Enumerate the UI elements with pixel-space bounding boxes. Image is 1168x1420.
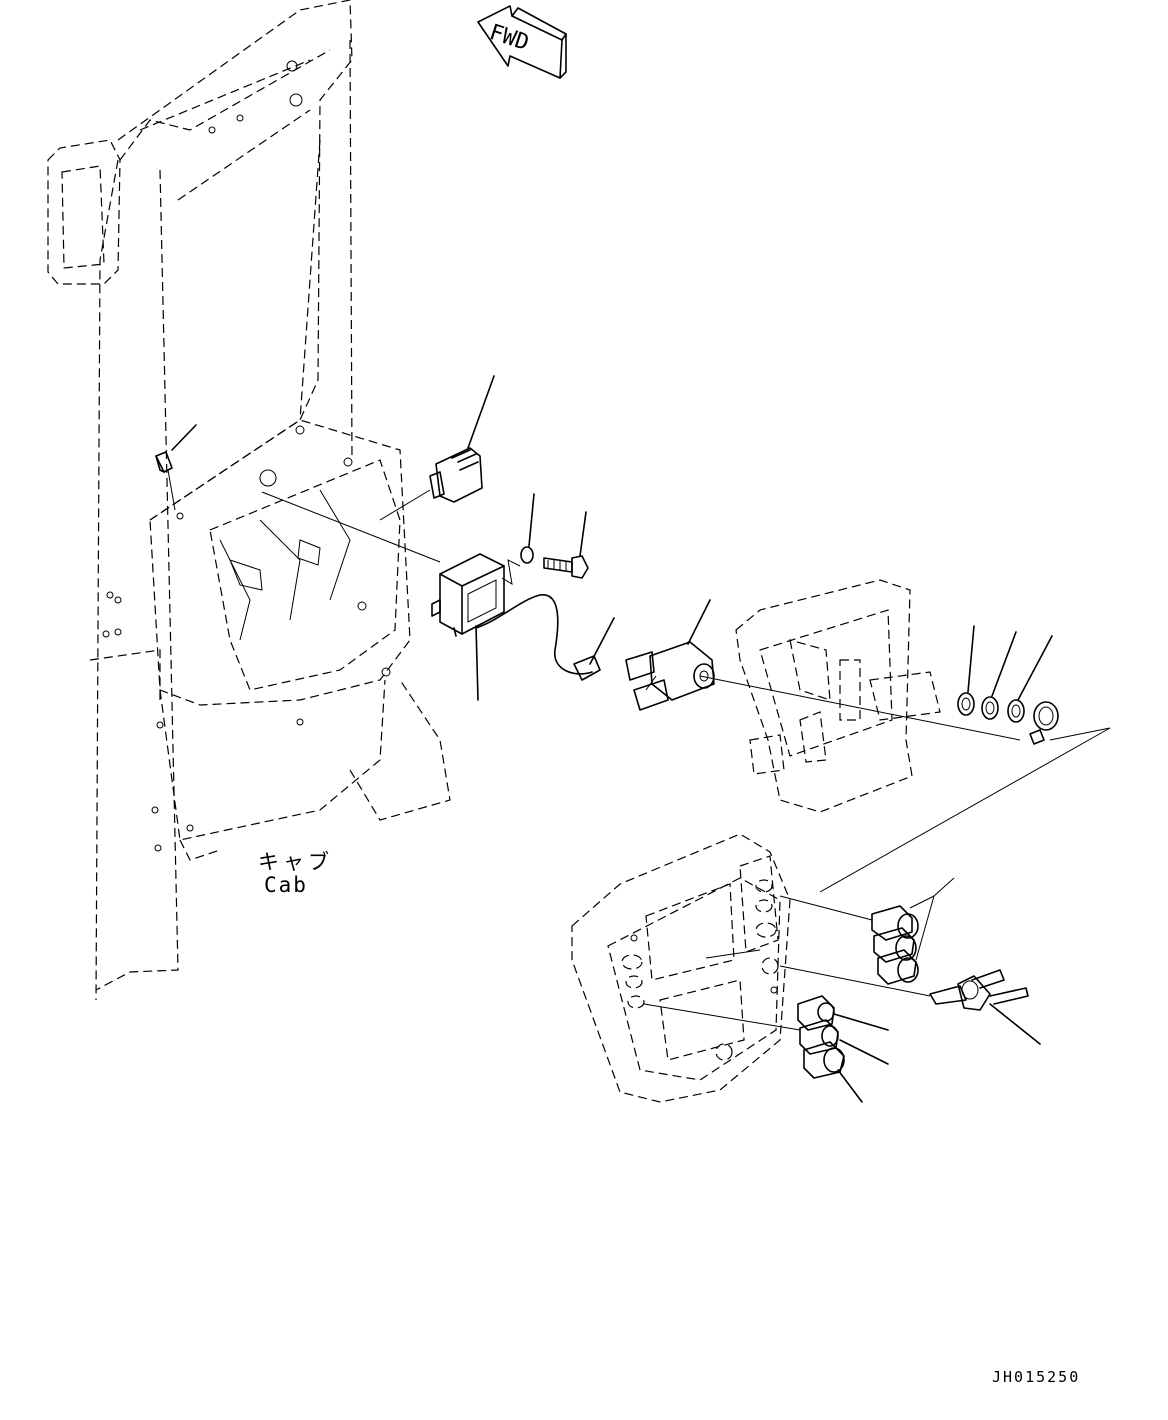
- key-part: [779, 965, 1041, 1045]
- cab-bracket: [102, 60, 451, 861]
- drawing-id: JH015250: [992, 1368, 1081, 1386]
- ring-nut-part-2: [981, 631, 1017, 720]
- mounting-plate: [699, 579, 1021, 813]
- bolt-part: [543, 511, 589, 579]
- cab-label-english: Cab: [264, 873, 308, 897]
- ring-nut-part-3: [1007, 635, 1053, 723]
- washer-part: [520, 493, 535, 564]
- switch-cap-group-lower: [643, 995, 889, 1103]
- key-switch-part: [625, 599, 715, 711]
- cab-label-japanese: キャブ: [258, 850, 333, 874]
- cab-frame: [47, 0, 353, 1001]
- switch-cap-group-upper: [779, 877, 955, 985]
- small-bolt-part: [155, 424, 197, 511]
- control-unit-part: [261, 491, 615, 701]
- ring-nut-part-1: [957, 625, 975, 716]
- rocker-switch-part: [379, 375, 495, 521]
- leader-bracket: [819, 727, 1111, 893]
- cap-part: [1029, 701, 1059, 745]
- dashboard-panel: [571, 833, 791, 1103]
- fwd-arrow-icon: [477, 5, 567, 79]
